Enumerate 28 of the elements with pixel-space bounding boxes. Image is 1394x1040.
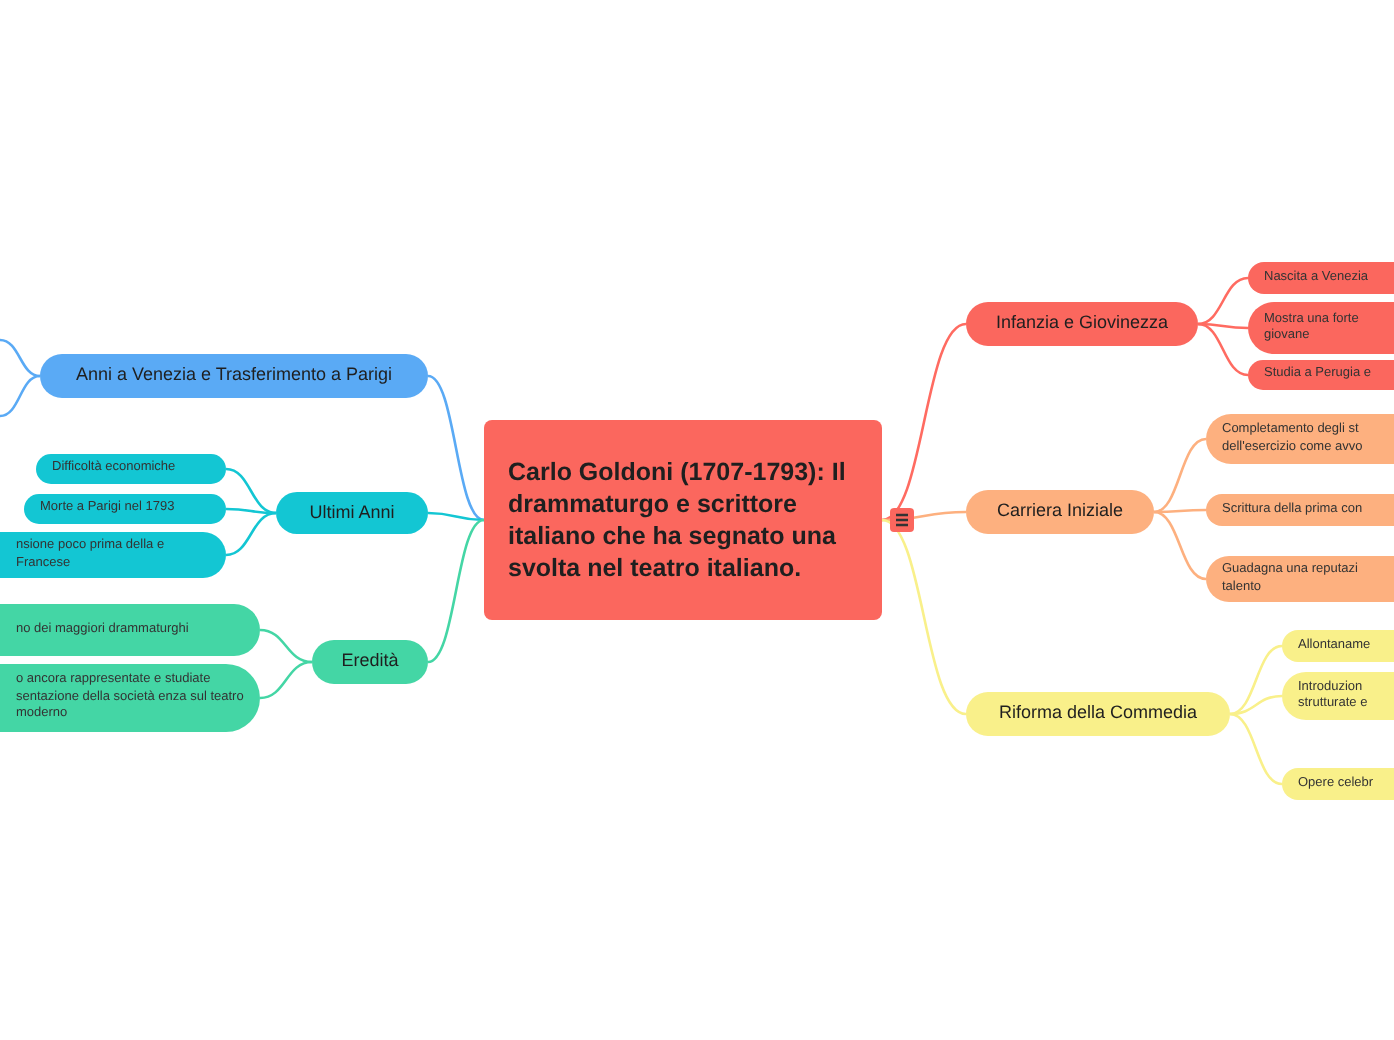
connector-line (225, 511, 277, 557)
connector-line (0, 374, 41, 418)
connector-line (225, 467, 277, 515)
connector-line (427, 374, 485, 522)
connector-line (1198, 322, 1248, 330)
topic-pill: Carriera Iniziale (966, 490, 1154, 534)
connector-line (226, 507, 276, 515)
connector-line (1153, 510, 1207, 581)
connector-line (1154, 508, 1206, 514)
connector-line (259, 660, 313, 700)
connector-line (1197, 322, 1249, 377)
connector-line (1229, 644, 1283, 716)
connector-line (0, 338, 41, 378)
connector-line (1197, 276, 1249, 326)
central-topic: Carlo Goldoni (1707-1793): Il drammaturgo e scrittore italiano che ha segnato una svolta nel teatro italiano. (484, 420, 882, 620)
connector-line (427, 511, 485, 522)
connector-line (427, 518, 485, 664)
connector-line (1153, 437, 1207, 514)
connector-line (259, 628, 313, 664)
connector-line (881, 322, 967, 522)
connector-line (881, 518, 967, 716)
topic-pill: Infanzia e Giovinezza (966, 302, 1198, 346)
connector-line (1229, 694, 1283, 716)
topic-pill: Ultimi Anni (276, 492, 428, 534)
topic-pill: Riforma della Commedia (966, 692, 1230, 736)
topic-pill: Eredità (312, 640, 428, 684)
topic-pill: Anni a Venezia e Trasferimento a Parigi (40, 354, 428, 398)
connector-line (1229, 712, 1283, 786)
